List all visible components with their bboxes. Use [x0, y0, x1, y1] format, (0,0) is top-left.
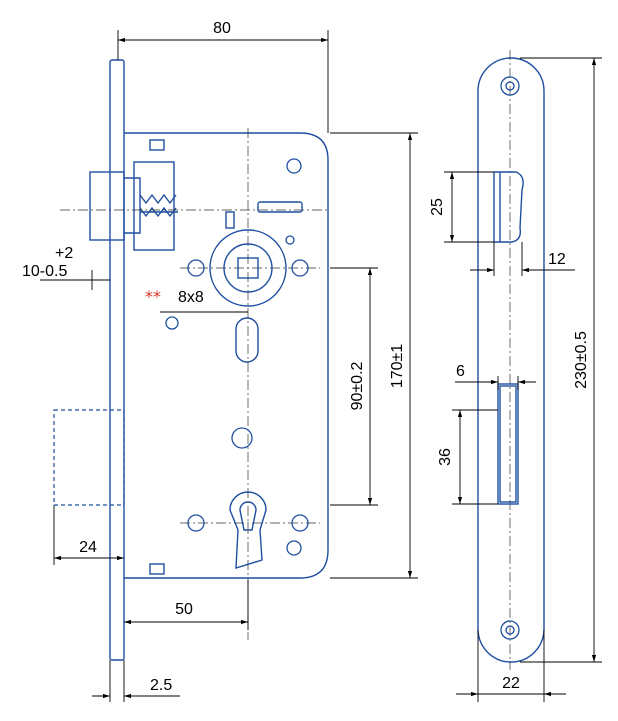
dim-22: 22	[456, 630, 566, 702]
face-plate	[109, 59, 125, 661]
face-plate-view	[477, 50, 545, 670]
dim-25: 25	[429, 171, 494, 243]
label-12: 12	[548, 251, 566, 268]
rivet-bottom	[149, 563, 165, 575]
face-plate-front	[477, 57, 545, 663]
label-plus2: +2	[55, 245, 73, 262]
dim-6: 6	[455, 363, 536, 390]
label-2-5: 2.5	[150, 677, 172, 694]
latch-bolt	[89, 161, 178, 251]
dim-50: 50	[123, 580, 249, 630]
slot	[235, 317, 259, 363]
dim-12: 12	[470, 242, 575, 276]
dim-170: 170±1	[330, 132, 418, 579]
dim-2-5: 2.5	[92, 660, 180, 702]
dim-90: 90±0.2	[330, 267, 378, 506]
dim-width-top: 80	[117, 20, 329, 133]
side-pin	[257, 201, 303, 213]
stars-mark: **	[145, 287, 161, 306]
dim-24: 24	[53, 505, 124, 565]
label-90: 90±0.2	[349, 361, 366, 410]
label-80: 80	[213, 20, 231, 37]
label-36: 36	[437, 448, 454, 466]
cylinder-keyhole	[229, 491, 267, 569]
label-8x8: 8x8	[178, 289, 204, 306]
dim-square: ** 8x8	[145, 287, 248, 313]
dim-tolerance: +2 10-0.5	[22, 245, 110, 290]
label-25: 25	[429, 198, 446, 216]
label-170: 170±1	[389, 344, 406, 388]
lock-body-view	[53, 59, 330, 661]
bolt-opening	[497, 383, 519, 505]
dim-36: 36	[437, 409, 498, 505]
label-24: 24	[79, 539, 97, 556]
label-10: 10-0.5	[22, 263, 67, 280]
label-230: 230±0.5	[573, 331, 590, 389]
latch-opening	[493, 171, 524, 243]
dead-bolt	[53, 409, 125, 506]
follower-hub	[209, 211, 287, 307]
dim-230: 230±0.5	[520, 57, 602, 663]
screw-holes	[165, 158, 309, 556]
label-22: 22	[502, 675, 520, 692]
label-6: 6	[456, 363, 465, 380]
lock-case	[124, 132, 329, 579]
rivet-top	[149, 139, 165, 151]
label-50: 50	[175, 601, 193, 618]
